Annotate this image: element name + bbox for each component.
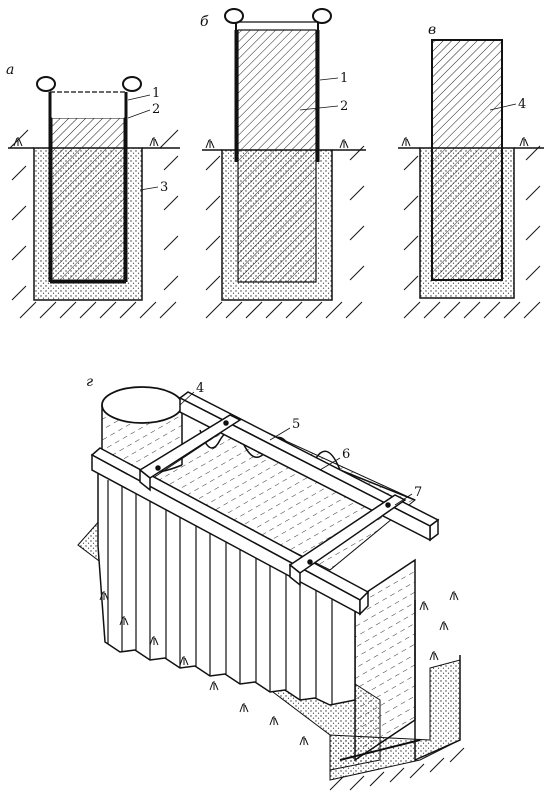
callout-7: 7 <box>414 485 422 500</box>
panel-a: а 1 2 3 <box>6 62 180 319</box>
callout-6: 6 <box>342 447 350 462</box>
grass <box>99 591 459 746</box>
callout-3: 3 <box>160 180 168 195</box>
lifting-loop-left <box>36 76 56 92</box>
callout-5: 5 <box>292 417 300 432</box>
lifting-loop-right <box>122 76 142 92</box>
lifting-loop-right <box>312 8 332 24</box>
callout-1: 1 <box>340 71 348 86</box>
concrete-fill <box>237 29 317 283</box>
panel-b: б 1 2 <box>200 8 366 319</box>
concrete-block <box>431 39 503 281</box>
panel-v-label: в <box>428 22 436 38</box>
ground-hatch <box>9 129 179 319</box>
lifting-loop-left <box>224 8 244 24</box>
callout-4: 4 <box>196 381 204 396</box>
panel-b-label: б <box>200 14 209 30</box>
concrete-fill <box>51 117 125 281</box>
panel-g: г 4 5 6 7 <box>77 374 465 791</box>
callout-2: 2 <box>340 99 348 114</box>
concrete-end-face <box>354 558 416 762</box>
callout-1: 1 <box>152 86 160 101</box>
panel-a-label: а <box>6 62 14 78</box>
timber-frame <box>90 391 440 616</box>
panel-v: в 4 <box>398 22 544 319</box>
callout-2: 2 <box>152 102 160 117</box>
formwork-ribs <box>107 480 333 705</box>
callout-4: 4 <box>518 97 526 112</box>
panel-g-label: г <box>86 374 93 390</box>
